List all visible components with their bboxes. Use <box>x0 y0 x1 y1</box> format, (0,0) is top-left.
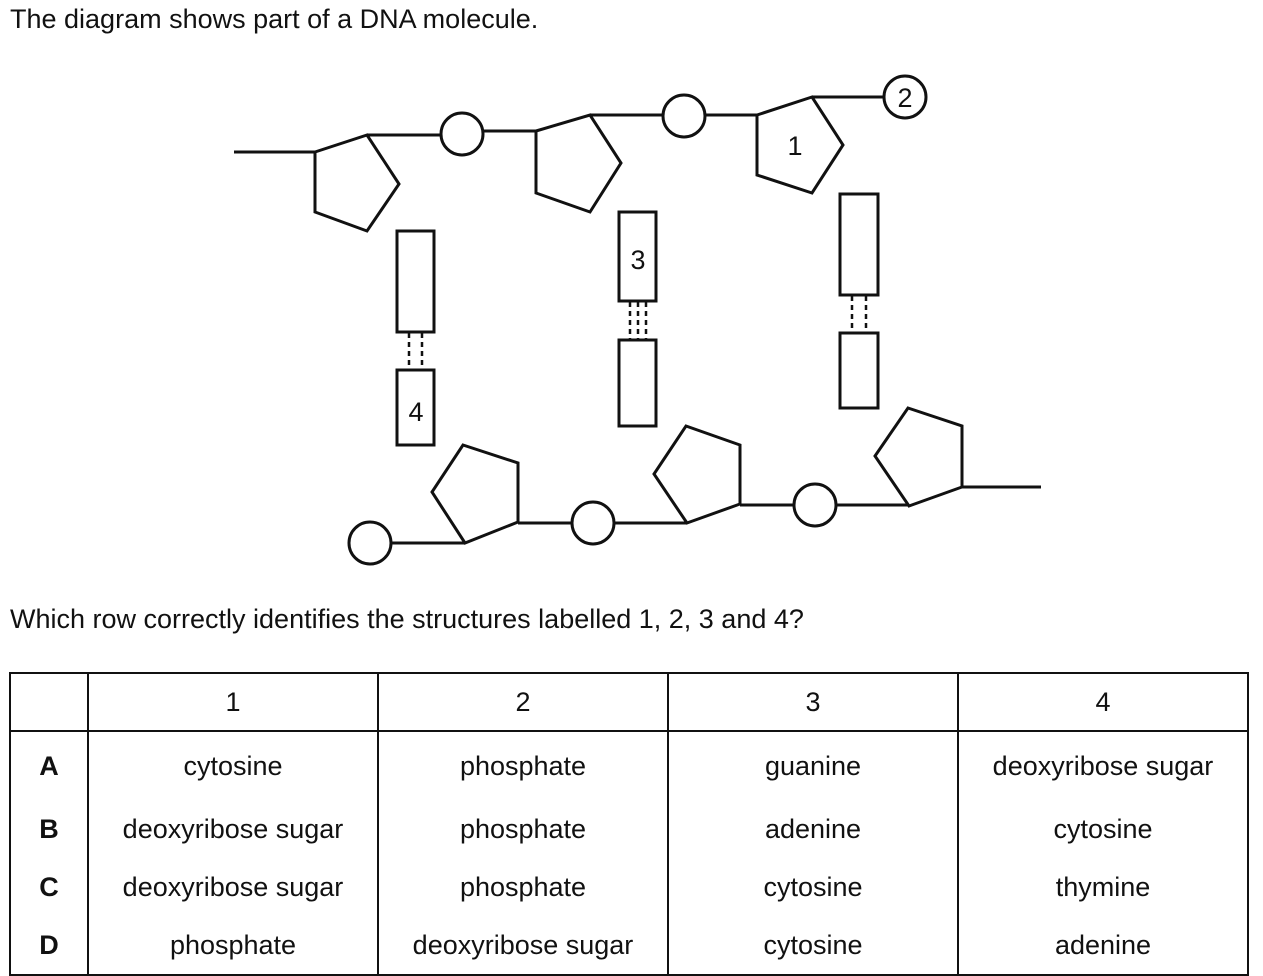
base-rect <box>838 192 880 297</box>
header-cell-1: 1 <box>87 673 378 732</box>
intro-text: The diagram shows part of a DNA molecule… <box>10 4 539 34</box>
structure-label-1: 1 <box>787 131 802 161</box>
table-cell: cytosine <box>667 858 958 916</box>
header-cell-2: 2 <box>377 673 668 732</box>
structure-label-4: 4 <box>408 397 423 427</box>
table-cell: phosphate <box>377 731 668 800</box>
option-letter: A <box>39 750 59 781</box>
option-letter: D <box>39 929 59 960</box>
table-cell: phosphate <box>377 800 668 858</box>
table-row[interactable]: D phosphate deoxyribose sugar cytosine a… <box>10 916 1248 975</box>
deoxyribose-sugar-shape <box>873 406 964 508</box>
table-header-row: 1 2 3 4 <box>10 673 1248 732</box>
phosphate-circle <box>439 111 485 157</box>
phosphate-circle <box>347 520 393 566</box>
header-cell-4: 4 <box>957 673 1248 732</box>
deoxyribose-sugar-shape <box>430 443 520 545</box>
question-text: Which row correctly identifies the struc… <box>10 604 804 634</box>
table-row[interactable]: A cytosine phosphate guanine deoxyribose… <box>10 731 1248 800</box>
answer-table: 1 2 3 4 A cytosine phosphate guanine deo… <box>9 672 1249 976</box>
option-letter: B <box>39 813 59 844</box>
structure-label-3: 3 <box>630 245 645 275</box>
deoxyribose-sugar-shape <box>534 113 623 214</box>
dna-diagram: 1 2 3 4 <box>234 74 1041 566</box>
deoxyribose-sugar-shape <box>313 133 401 233</box>
base-rect <box>617 338 658 428</box>
table-row[interactable]: B deoxyribose sugar phosphate adenine cy… <box>10 800 1248 858</box>
table-cell: phosphate <box>87 916 378 975</box>
phosphate-circle-label-2 <box>882 74 928 120</box>
table-row[interactable]: C deoxyribose sugar phosphate cytosine t… <box>10 858 1248 916</box>
structure-label-2: 2 <box>897 83 912 113</box>
phosphate-circle <box>570 500 616 546</box>
table-cell: adenine <box>957 916 1248 975</box>
base-rect-label-3 <box>617 210 658 303</box>
table-cell: thymine <box>957 858 1248 916</box>
header-cell-3: 3 <box>667 673 958 732</box>
table-cell: adenine <box>667 800 958 858</box>
base-rect <box>838 331 880 410</box>
table-cell: cytosine <box>87 731 378 800</box>
table-cell: deoxyribose sugar <box>377 916 668 975</box>
base-rect <box>395 229 436 334</box>
table-cell: cytosine <box>667 916 958 975</box>
header-cell-option <box>10 673 88 732</box>
phosphate-circle <box>792 482 838 528</box>
table-cell: guanine <box>667 731 958 800</box>
phosphate-circle <box>661 93 707 139</box>
table-cell: deoxyribose sugar <box>957 731 1248 800</box>
base-rect-label-4 <box>395 368 436 447</box>
table-cell: phosphate <box>377 858 668 916</box>
option-letter: C <box>39 871 59 902</box>
deoxyribose-sugar-shape <box>652 424 742 525</box>
deoxyribose-sugar-shape <box>755 95 845 195</box>
table-cell: deoxyribose sugar <box>87 800 378 858</box>
table-cell: deoxyribose sugar <box>87 858 378 916</box>
table-cell: cytosine <box>957 800 1248 858</box>
